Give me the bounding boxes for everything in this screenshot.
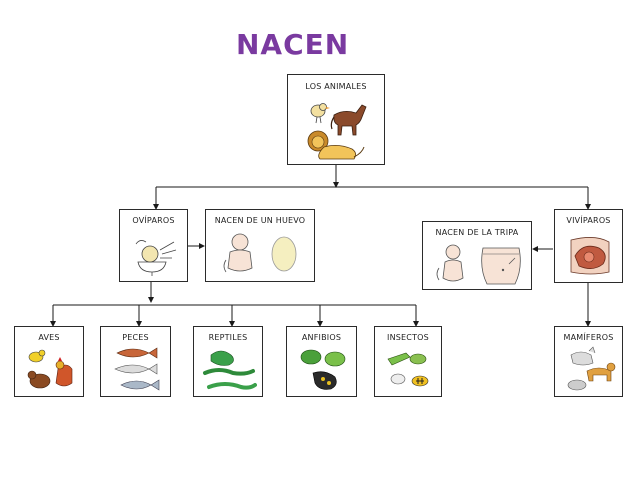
node-aves: AVES bbox=[14, 326, 84, 397]
node-label: VIVÍPAROS bbox=[566, 216, 611, 225]
baby-icon bbox=[223, 233, 253, 273]
frogs-icon bbox=[300, 349, 346, 390]
node-label: MAMÍFEROS bbox=[563, 333, 614, 342]
node-viviparos: VIVÍPAROS bbox=[554, 209, 623, 283]
diagram-title: NACEN bbox=[236, 28, 350, 61]
baby-icon bbox=[436, 244, 464, 282]
node-nacen-de-la-tripa: NACEN DE LA TRIPA bbox=[422, 221, 532, 290]
node-label: NACEN DE UN HUEVO bbox=[214, 216, 306, 225]
node-label: LOS ANIMALES bbox=[305, 82, 367, 91]
horse-icon bbox=[330, 104, 367, 136]
node-label: NACEN DE LA TRIPA bbox=[435, 228, 519, 237]
hatching-chick-icon bbox=[135, 240, 177, 276]
egg-icon bbox=[271, 236, 297, 272]
node-label: ANFIBIOS bbox=[301, 333, 342, 342]
belly-icon bbox=[481, 247, 521, 285]
fish-icon bbox=[114, 347, 160, 391]
node-label: OVÍPAROS bbox=[132, 216, 175, 225]
birds-icon bbox=[27, 349, 73, 389]
node-label: PECES bbox=[122, 333, 149, 342]
animals-icon bbox=[307, 103, 367, 160]
node-mamiferos: MAMÍFEROS bbox=[554, 326, 623, 397]
node-insectos: INSECTOS bbox=[374, 326, 442, 397]
baby-and-belly-icon bbox=[436, 244, 521, 285]
baby-and-egg-icon bbox=[223, 233, 297, 273]
node-los-animales: LOS ANIMALES bbox=[287, 74, 385, 165]
cat-dog-icon bbox=[567, 346, 616, 391]
node-reptiles: REPTILES bbox=[193, 326, 263, 397]
node-label: REPTILES bbox=[208, 333, 248, 342]
node-anfibios: ANFIBIOS bbox=[286, 326, 357, 397]
bird-icon bbox=[310, 103, 330, 124]
womb-icon bbox=[570, 237, 610, 275]
node-label: INSECTOS bbox=[387, 333, 429, 342]
node-oviparos: OVÍPAROS bbox=[119, 209, 188, 282]
node-nacen-de-un-huevo: NACEN DE UN HUEVO bbox=[205, 209, 315, 282]
lizards-icon bbox=[203, 350, 257, 390]
lion-icon bbox=[307, 130, 365, 160]
node-peces: PECES bbox=[100, 326, 171, 397]
node-label: AVES bbox=[38, 333, 60, 342]
insects-icon bbox=[387, 352, 429, 387]
